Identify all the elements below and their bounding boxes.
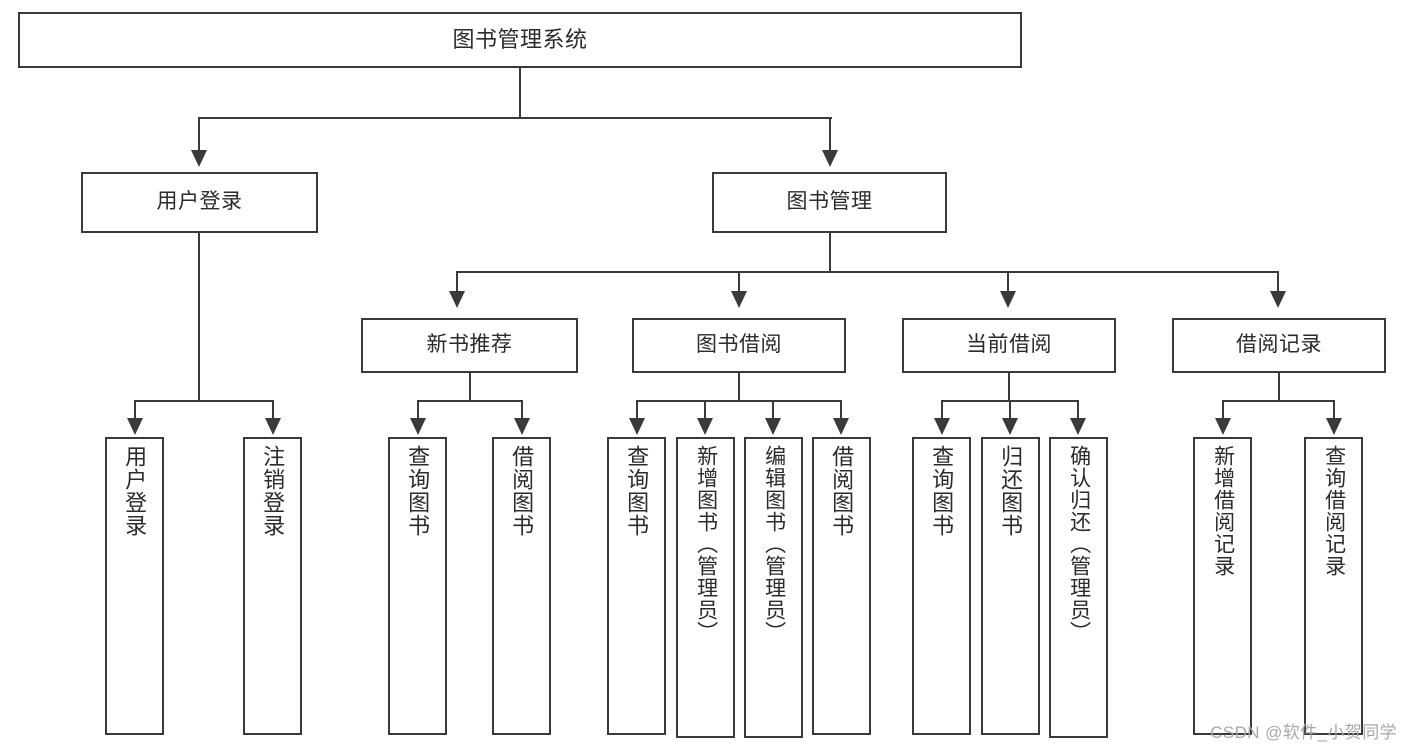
node-label: 图书管理系统: [452, 27, 588, 53]
leaf-query-book-recommend[interactable]: 查询图书: [388, 437, 447, 735]
edge-borrow-record-child-1: [1333, 400, 1335, 421]
edge-book-borrow-child-2: [772, 400, 774, 421]
leaf-label: 确认归还（管理员）: [1067, 445, 1091, 643]
leaf-label: 用户登录: [122, 445, 148, 537]
leaf-label: 借阅图书: [829, 445, 855, 537]
edge-user-login-child-0: [134, 400, 136, 421]
edge-current-borrow-child-1: [1009, 400, 1011, 421]
arrowhead-borrow-record: [1270, 291, 1286, 308]
arrowhead-current-borrow: [1000, 291, 1016, 308]
leaf-borrow-book[interactable]: 借阅图书: [812, 437, 871, 735]
leaf-confirm-return-admin[interactable]: 确认归还（管理员）: [1049, 437, 1108, 738]
node-book-borrow[interactable]: 图书借阅: [632, 318, 846, 373]
leaf-label: 查询图书: [405, 445, 431, 537]
edge-current-borrow-stem: [1008, 373, 1010, 401]
edge-to-book-management: [829, 117, 831, 153]
node-borrow-record[interactable]: 借阅记录: [1172, 318, 1386, 373]
leaf-label: 新增借阅记录: [1211, 445, 1235, 577]
arrowhead-book-borrow-child-3: [833, 418, 849, 435]
arrowhead-new-book-recommend-child-0: [410, 418, 426, 435]
edge-book-borrow-child-1: [704, 400, 706, 421]
edge-book-borrow-stem: [738, 373, 740, 401]
leaf-label: 查询借阅记录: [1322, 445, 1346, 577]
edge-user-login-child-1: [272, 400, 274, 421]
leaf-label: 编辑图书（管理员）: [762, 445, 786, 643]
leaf-query-book-borrow[interactable]: 查询图书: [607, 437, 666, 735]
edge-level3-bar: [456, 271, 1279, 273]
edge-to-borrow-record: [1277, 271, 1279, 294]
edge-borrow-record-child-0: [1222, 400, 1224, 421]
edge-to-current-borrow: [1007, 271, 1009, 294]
arrowhead-book-borrow-child-0: [629, 418, 645, 435]
arrowhead-borrow-record-child-0: [1215, 418, 1231, 435]
edge-to-new-book-recommend: [456, 271, 458, 294]
node-label: 图书借阅: [696, 333, 782, 357]
leaf-label: 归还图书: [998, 445, 1024, 537]
arrowhead-current-borrow-child-1: [1002, 418, 1018, 435]
edge-book-borrow-bar: [636, 400, 841, 402]
node-user-login[interactable]: 用户登录: [81, 172, 318, 233]
leaf-add-borrow-record[interactable]: 新增借阅记录: [1193, 437, 1252, 735]
edge-borrow-record-stem: [1278, 373, 1280, 401]
leaf-borrow-book-recommend[interactable]: 借阅图书: [492, 437, 551, 735]
leaf-label: 查询图书: [929, 445, 955, 537]
edge-new-book-recommend-child-1: [521, 400, 523, 421]
leaf-edit-book-admin[interactable]: 编辑图书（管理员）: [744, 437, 803, 738]
node-root-book-management-system[interactable]: 图书管理系统: [18, 12, 1022, 68]
edge-user-login-stem: [198, 233, 200, 401]
arrowhead-book-borrow: [731, 291, 747, 308]
edge-borrow-record-bar: [1222, 400, 1335, 402]
leaf-query-borrow-record[interactable]: 查询借阅记录: [1304, 437, 1363, 735]
node-label: 新书推荐: [426, 333, 513, 357]
edge-to-book-borrow: [738, 271, 740, 294]
node-label: 用户登录: [156, 190, 243, 214]
edge-to-user-login: [198, 117, 200, 153]
leaf-label: 查询图书: [624, 445, 650, 537]
edge-root-stem: [519, 68, 521, 118]
edge-new-book-recommend-child-0: [417, 400, 419, 421]
leaf-label: 注销登录: [260, 445, 286, 537]
arrowhead-current-borrow-child-2: [1070, 418, 1086, 435]
arrowhead-book-management: [822, 150, 838, 167]
arrowhead-current-borrow-child-0: [934, 418, 950, 435]
edge-new-book-recommend-stem: [469, 373, 471, 401]
node-label: 图书管理: [786, 190, 873, 214]
arrowhead-new-book-recommend-child-1: [514, 418, 530, 435]
leaf-query-book-current[interactable]: 查询图书: [912, 437, 971, 735]
leaf-user-login[interactable]: 用户登录: [105, 437, 164, 735]
leaf-return-book[interactable]: 归还图书: [981, 437, 1040, 735]
edge-current-borrow-child-2: [1077, 400, 1079, 421]
node-label: 当前借阅: [966, 333, 1052, 357]
arrowhead-book-borrow-child-1: [697, 418, 713, 435]
leaf-label: 新增图书（管理员）: [694, 445, 718, 643]
edge-book-borrow-child-0: [636, 400, 638, 421]
node-book-management[interactable]: 图书管理: [712, 172, 947, 233]
edge-book-management-stem: [829, 233, 831, 272]
edge-current-borrow-child-0: [941, 400, 943, 421]
arrowhead-user-login: [191, 150, 207, 167]
leaf-add-book-admin[interactable]: 新增图书（管理员）: [676, 437, 735, 738]
node-new-book-recommend[interactable]: 新书推荐: [361, 318, 578, 373]
node-current-borrow[interactable]: 当前借阅: [902, 318, 1116, 373]
edge-book-borrow-child-3: [840, 400, 842, 421]
arrowhead-borrow-record-child-1: [1326, 418, 1342, 435]
arrowhead-book-borrow-child-2: [765, 418, 781, 435]
arrowhead-user-login-child-0: [127, 418, 143, 435]
edge-new-book-recommend-bar: [417, 400, 523, 402]
leaf-label: 借阅图书: [509, 445, 535, 537]
arrowhead-user-login-child-1: [265, 418, 281, 435]
edge-user-login-bar: [134, 400, 274, 402]
arrowhead-new-book-recommend: [449, 291, 465, 308]
edge-level2-bar: [198, 117, 832, 119]
node-label: 借阅记录: [1236, 333, 1322, 357]
leaf-logout[interactable]: 注销登录: [243, 437, 302, 735]
